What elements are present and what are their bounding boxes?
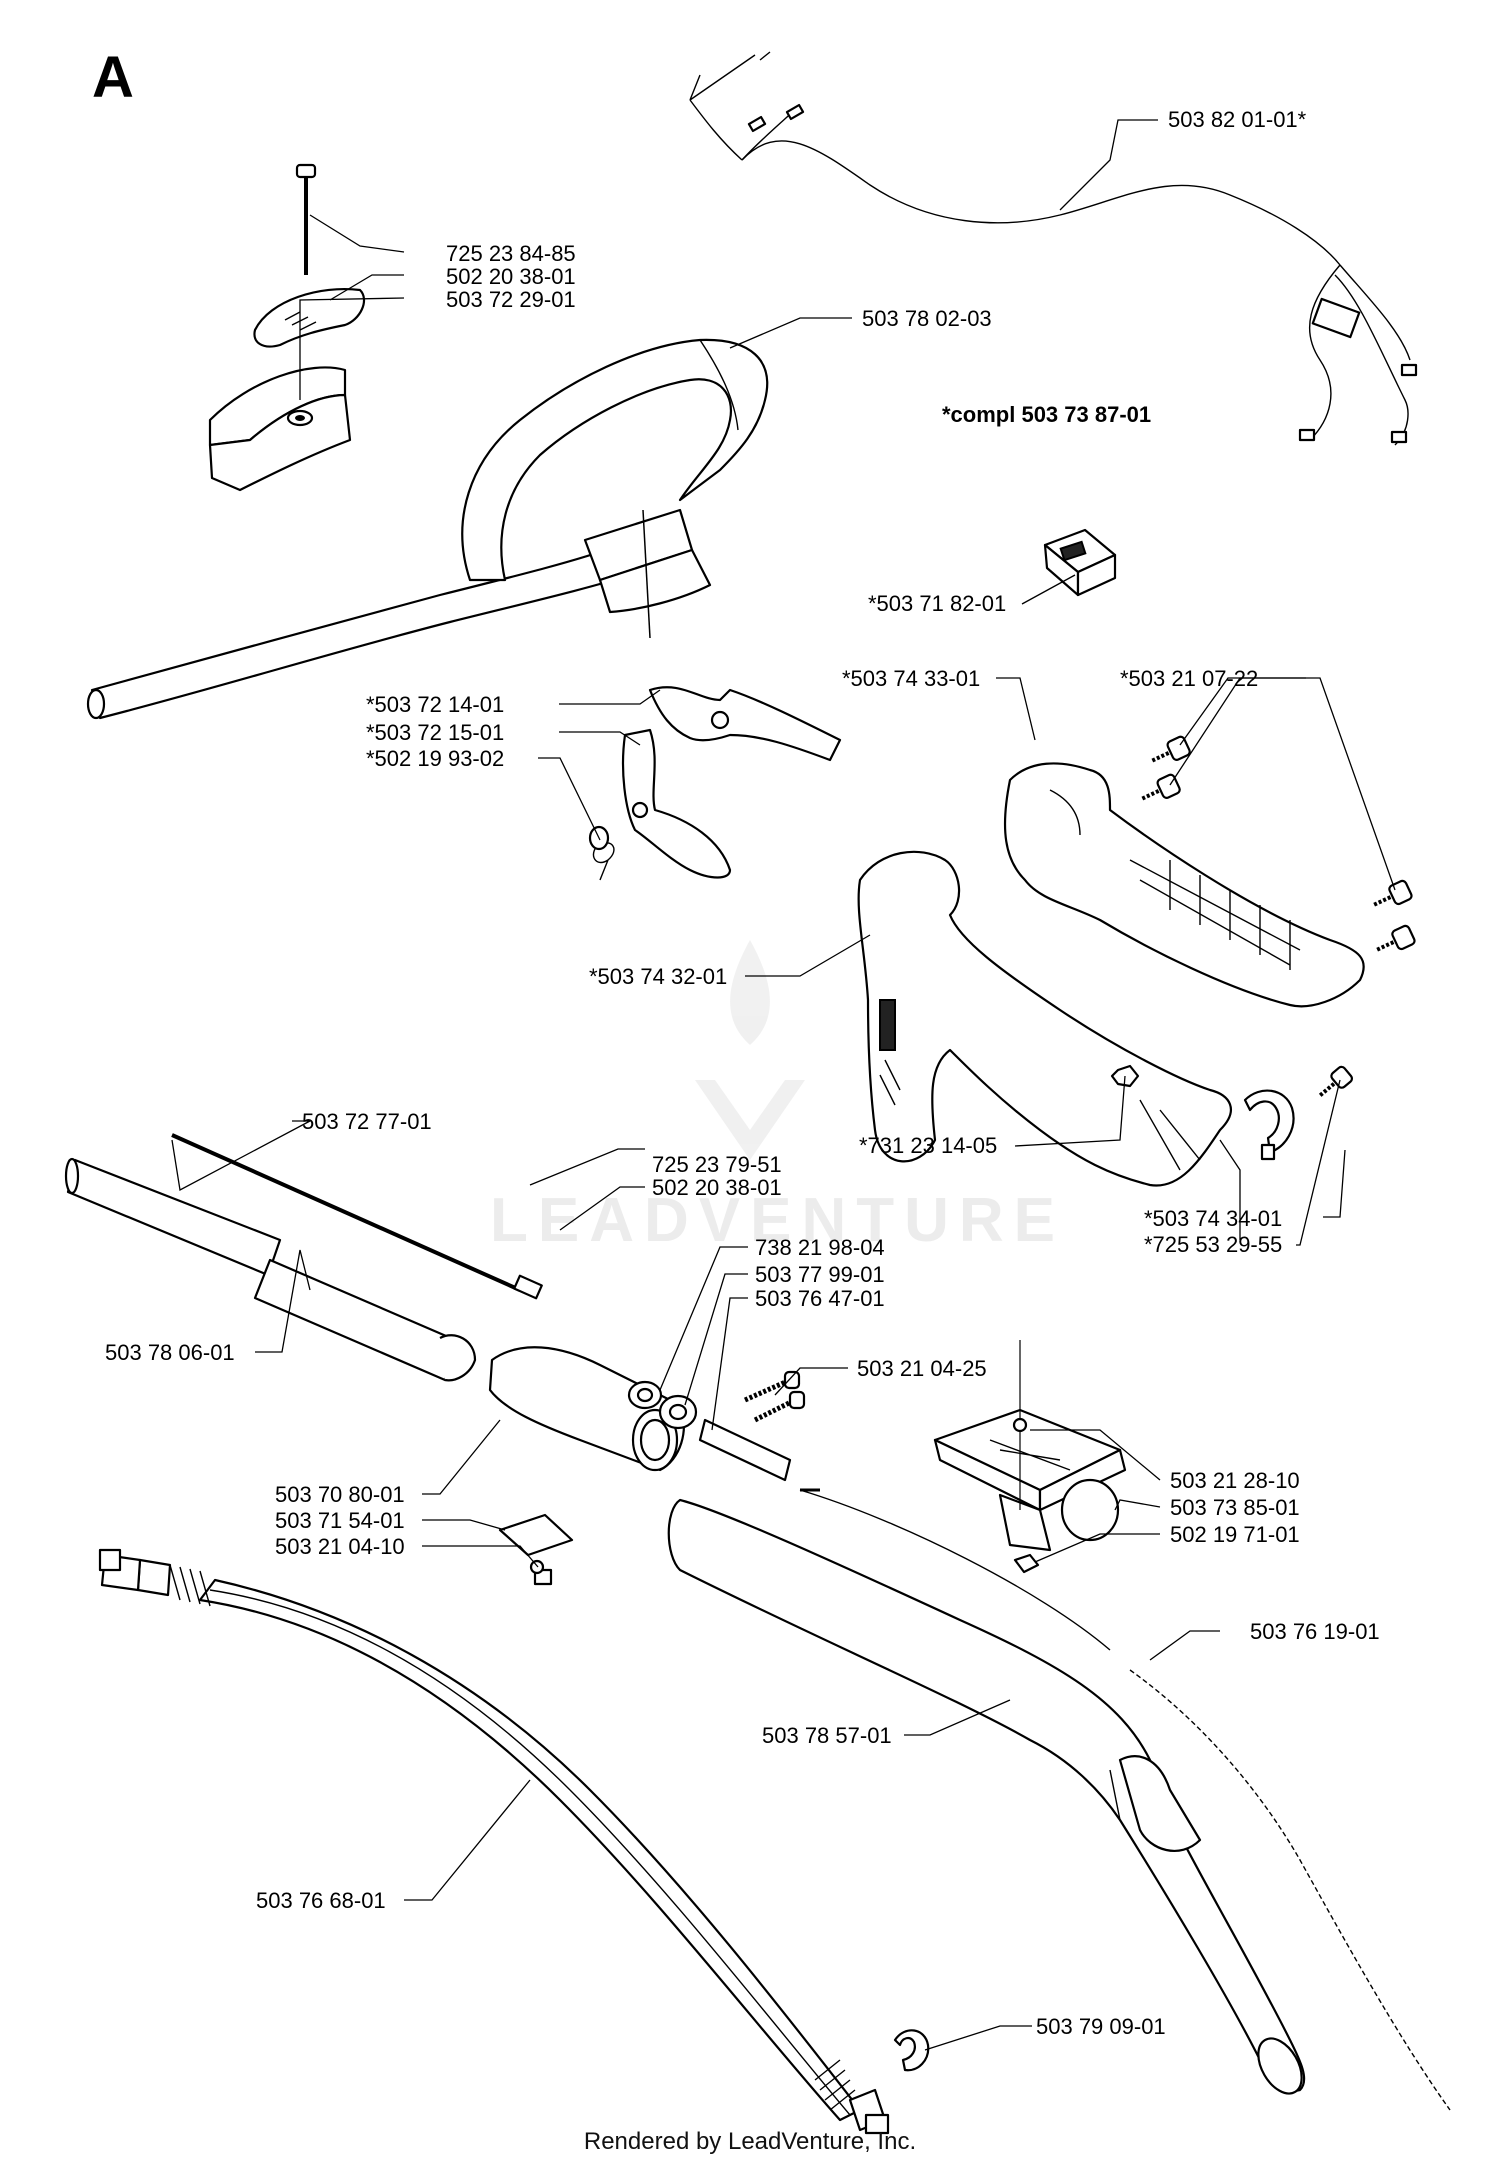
callout-label: *725 53 29-55 xyxy=(1144,1232,1282,1257)
callout-label: *503 21 07-22 xyxy=(1120,666,1258,691)
nut-and-clamp xyxy=(1110,1064,1354,1161)
callout-label: 503 71 54-01 xyxy=(275,1508,405,1533)
callout-label: *503 74 32-01 xyxy=(589,964,727,989)
callout-label: 503 78 02-03 xyxy=(862,306,992,331)
handle-upper-half xyxy=(1003,762,1365,1008)
clamp-knob-assembly xyxy=(208,163,366,492)
callout-label: 503 72 77-01 xyxy=(302,1109,432,1134)
flex-shaft-assembly xyxy=(98,1548,930,2135)
callout-label: 503 21 04-10 xyxy=(275,1534,405,1559)
shaft-end-spring xyxy=(814,2059,890,2135)
main-shaft-tube xyxy=(667,1498,1306,2095)
part-callouts: 503 82 01-01* 725 23 84-85 502 20 38-01 … xyxy=(105,107,1380,2039)
bushings xyxy=(627,1380,698,1430)
callout-label: *503 74 33-01 xyxy=(842,666,980,691)
callout-label: 503 79 09-01 xyxy=(1036,2014,1166,2039)
drive-shaft-cable xyxy=(799,1488,1451,2111)
callout-label: *503 72 15-01 xyxy=(366,720,504,745)
callout-label: 503 73 85-01 xyxy=(1170,1495,1300,1520)
stop-switch xyxy=(1043,528,1117,597)
callout-label: 503 78 57-01 xyxy=(762,1723,892,1748)
handle-lower-half xyxy=(857,850,1232,1187)
leader-lines xyxy=(171,119,1396,2051)
wiring-harness xyxy=(689,51,1418,446)
callout-label: 503 21 28-10 xyxy=(1170,1468,1300,1493)
callout-label: 502 19 71-01 xyxy=(1170,1522,1300,1547)
callout-label: *503 71 82-01 xyxy=(868,591,1006,616)
callout-label: 502 20 38-01 xyxy=(652,1175,782,1200)
callout-label: 503 76 68-01 xyxy=(256,1888,386,1913)
callout-label: 502 20 38-01 xyxy=(446,264,576,289)
coupling-bracket xyxy=(488,1346,685,1586)
shaft-tube-upper xyxy=(64,1157,477,1382)
throttle-trigger-parts xyxy=(588,686,842,881)
callout-label: 503 76 19-01 xyxy=(1250,1619,1380,1644)
callout-label: *503 72 14-01 xyxy=(366,692,504,717)
callout-label: 503 78 06-01 xyxy=(105,1340,235,1365)
callout-label: 503 82 01-01* xyxy=(1168,107,1307,132)
watermark-text: LEADVENTURE xyxy=(490,1186,1066,1255)
callout-label: 725 23 79-51 xyxy=(652,1152,782,1177)
callout-label: 503 21 04-25 xyxy=(857,1356,987,1381)
callout-label: 503 76 47-01 xyxy=(755,1286,885,1311)
callout-label: *731 23 14-05 xyxy=(859,1133,997,1158)
throttle-cable xyxy=(171,1133,543,1300)
callout-label: 725 23 84-85 xyxy=(446,241,576,266)
footer-credit: Rendered by LeadVenture, Inc. xyxy=(583,2128,917,2155)
bolts-and-adapter xyxy=(698,1370,806,1482)
assembly-note: *compl 503 73 87-01 xyxy=(942,402,1152,427)
callout-label: 738 21 98-04 xyxy=(755,1235,885,1260)
callout-label: 503 77 99-01 xyxy=(755,1262,885,1287)
screws-upper-handle xyxy=(1141,735,1416,952)
callout-label: *502 19 93-02 xyxy=(366,746,504,771)
section-letter: A xyxy=(92,45,134,110)
callout-label: 503 70 80-01 xyxy=(275,1482,405,1507)
shaft-spring xyxy=(98,1548,211,1607)
throttle-holder xyxy=(933,1340,1127,1574)
callout-label: 503 72 29-01 xyxy=(446,287,576,312)
callout-label: *503 74 34-01 xyxy=(1144,1206,1282,1231)
loop-handle xyxy=(86,338,769,720)
watermark-logo xyxy=(695,940,805,1160)
